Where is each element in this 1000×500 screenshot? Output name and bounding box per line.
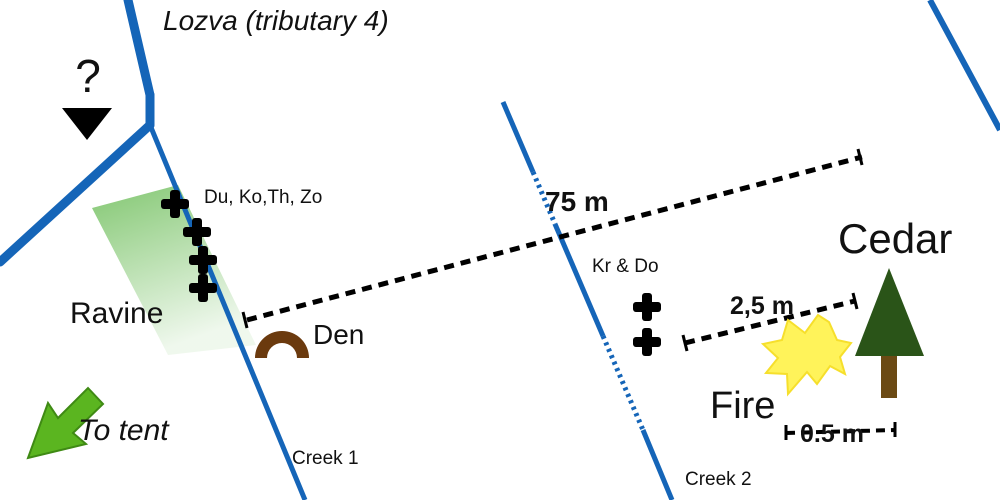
- distance-75m-end-left: [241, 311, 249, 329]
- ravine-area: [92, 185, 256, 355]
- fire-label: Fire: [710, 385, 775, 427]
- river-title: Lozva (tributary 4): [163, 5, 389, 36]
- den-label: Den: [313, 319, 364, 350]
- cross-marker-icon: [161, 190, 189, 218]
- distance-2-5m-end-left: [681, 334, 689, 352]
- names-group-1: Du, Ko,Th, Zo: [204, 187, 322, 208]
- question-mark: ?: [75, 50, 101, 102]
- distance-75m-end-right: [856, 148, 864, 166]
- den-arch-icon: [255, 331, 309, 358]
- distance-2-5m-line: [684, 298, 856, 346]
- cross-marker-icon: [189, 246, 217, 274]
- names-group-2: Kr & Do: [592, 256, 659, 277]
- cross-marker-icon: [633, 293, 661, 321]
- cedar-tree-icon: [855, 268, 924, 398]
- creek-1-label: Creek 1: [292, 448, 359, 469]
- distance-0-5m-label: 0.5 m: [800, 420, 864, 448]
- creek-1-line: [147, 124, 308, 500]
- distance-75m-label: 75 m: [545, 186, 609, 217]
- creek-2-line: [500, 101, 675, 500]
- cross-marker-icon: [633, 328, 661, 356]
- river-top-right: [927, 0, 1000, 132]
- cedar-label: Cedar: [838, 215, 952, 262]
- distance-75m-line: [246, 154, 863, 323]
- distance-0-5m-line: [785, 428, 896, 435]
- distance-2-5m-end-right: [851, 292, 859, 310]
- river-tributary-4: [0, 0, 155, 267]
- to-tent-label: To tent: [78, 414, 170, 447]
- distance-2-5m-label: 2,5 m: [730, 292, 794, 320]
- fire-icon: [760, 313, 853, 397]
- to-tent-arrow-icon: [26, 386, 105, 460]
- cross-marker-icon: [189, 274, 217, 302]
- creek-2-label: Creek 2: [685, 469, 752, 490]
- down-triangle-icon: [62, 108, 112, 140]
- ravine-label: Ravine: [70, 297, 163, 330]
- cross-marker-icon: [183, 218, 211, 246]
